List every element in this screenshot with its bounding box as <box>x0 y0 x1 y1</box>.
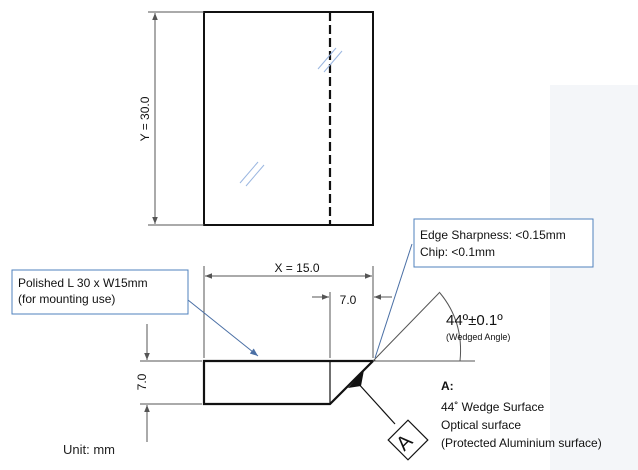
edge-callout: Edge Sharpness: <0.15mm Chip: <0.1mm <box>374 218 594 359</box>
polished-callout: Polished L 30 x W15mm (for mounting use) <box>11 269 259 357</box>
y-dimension: Y = 30.0 <box>138 11 204 226</box>
note-a-line1: 44˚ Wedge Surface <box>441 400 544 414</box>
x-dimension: X = 15.0 <box>203 261 374 358</box>
edge-callout-box <box>413 218 594 268</box>
note-a-title: A: <box>441 379 454 393</box>
top-view <box>203 11 374 226</box>
wedge-offset-label: 7.0 <box>340 293 357 307</box>
top-view-outline <box>203 11 374 226</box>
angle-label: 44º±0.1º <box>446 312 503 329</box>
unit-label: Unit: mm <box>63 442 115 457</box>
wedge-surface-marker <box>348 370 364 388</box>
polished-callout-box <box>11 269 189 315</box>
chip-text: Chip: <0.1mm <box>420 245 495 259</box>
mounting-text: (for mounting use) <box>18 292 115 306</box>
thickness-dimension: 7.0 <box>135 324 202 442</box>
angle-note: (Wedged Angle) <box>446 332 510 342</box>
background-strip <box>550 85 638 470</box>
polished-text: Polished L 30 x W15mm <box>18 276 148 290</box>
edge-sharpness-text: Edge Sharpness: <0.15mm <box>420 228 566 242</box>
hatch-mark-upper <box>317 47 343 73</box>
x-dimension-label: X = 15.0 <box>274 261 319 275</box>
side-view <box>202 359 376 406</box>
hatch-mark-lower <box>239 161 265 187</box>
a-marker-diamond <box>387 419 429 461</box>
side-view-outline <box>202 359 376 406</box>
y-dimension-label: Y = 30.0 <box>138 96 152 141</box>
thickness-label: 7.0 <box>135 373 149 390</box>
wedge-offset-dimension: 7.0 <box>312 292 392 358</box>
note-a: A: 44˚ Wedge Surface Optical surface (Pr… <box>441 379 602 450</box>
note-a-line3: (Protected Aluminium surface) <box>441 436 602 450</box>
angle-annotation: 44º±0.1º (Wedged Angle) <box>372 291 510 362</box>
a-marker: A <box>355 380 429 461</box>
note-a-line2: Optical surface <box>441 418 521 432</box>
